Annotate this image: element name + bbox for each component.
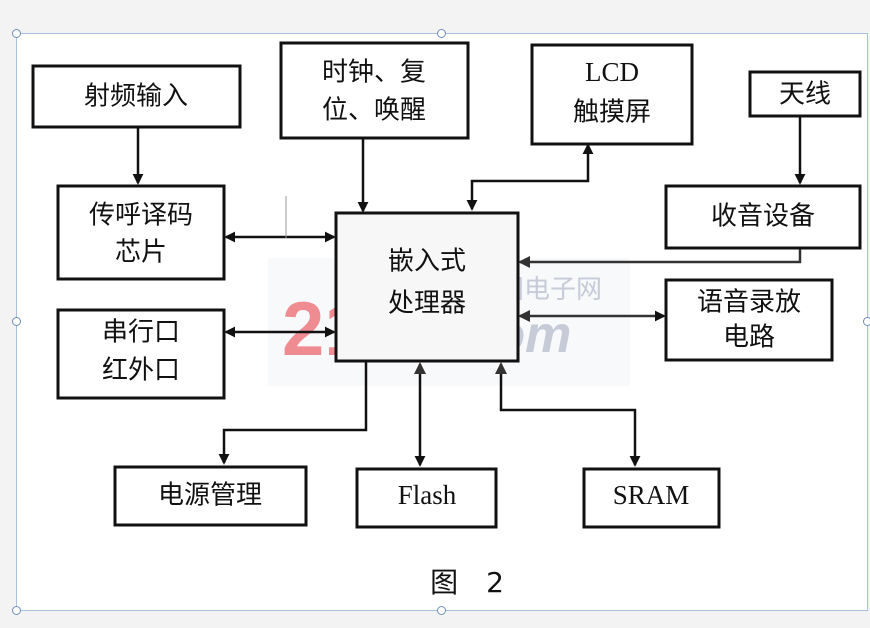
node-clock-reset-wakeup: 时钟、复 位、唤醒 [279, 41, 470, 140]
sram-label: SRAM [613, 480, 690, 510]
lcd-label-line1: LCD [585, 57, 639, 87]
arrow-radio-to-processor [518, 248, 802, 268]
clock-label-line2: 位、唤醒 [322, 96, 426, 126]
antenna-label: 天线 [779, 80, 831, 110]
lcd-label-line2: 触摸屏 [573, 98, 651, 128]
arrow-processor-to-power [218, 362, 368, 465]
node-rf-input: 射频输入 [31, 64, 242, 129]
processor-label-line1: 嵌入式 [388, 247, 466, 277]
pager-label-line2: 芯片 [115, 238, 167, 268]
node-pager-chip: 传呼译码 芯片 [56, 184, 226, 281]
figure-caption: 图 2 [430, 566, 504, 599]
serial-label-line2: 红外口 [102, 356, 180, 386]
voice-label-line1: 语音录放 [697, 288, 801, 318]
node-antenna: 天线 [748, 70, 862, 118]
node-flash: Flash [355, 467, 498, 529]
node-power-management: 电源管理 [113, 465, 308, 527]
resize-handle-bottom-center[interactable] [437, 606, 446, 615]
arrow-processor-sram [495, 362, 641, 467]
node-sram: SRAM [582, 467, 721, 529]
power-label: 电源管理 [158, 481, 262, 511]
clock-label-line1: 时钟、复 [322, 58, 426, 88]
radio-label: 收音设备 [711, 202, 815, 232]
node-embedded-processor: 嵌入式 处理器 [334, 211, 520, 363]
connections [132, 116, 806, 467]
node-lcd-touchscreen: LCD 触摸屏 [530, 43, 694, 146]
rf-input-label: 射频输入 [84, 82, 188, 112]
node-radio-device: 收音设备 [664, 184, 862, 250]
resize-handle-top-left[interactable] [12, 29, 21, 38]
node-serial-infrared: 串行口 红外口 [56, 308, 226, 400]
arrow-processor-lcd [466, 143, 594, 211]
resize-handle-bottom-left[interactable] [12, 606, 21, 615]
resize-handle-mid-left[interactable] [12, 317, 21, 326]
voice-label-line2: 电路 [723, 323, 775, 353]
flash-label: Flash [398, 480, 457, 510]
resize-handle-mid-right[interactable] [863, 317, 870, 326]
processor-label-line2: 处理器 [388, 289, 466, 319]
pager-label-line1: 传呼译码 [89, 201, 193, 231]
resize-handle-top-center[interactable] [437, 29, 446, 38]
serial-label-line1: 串行口 [102, 318, 180, 348]
node-voice-record-playback: 语音录放 电路 [664, 278, 834, 362]
